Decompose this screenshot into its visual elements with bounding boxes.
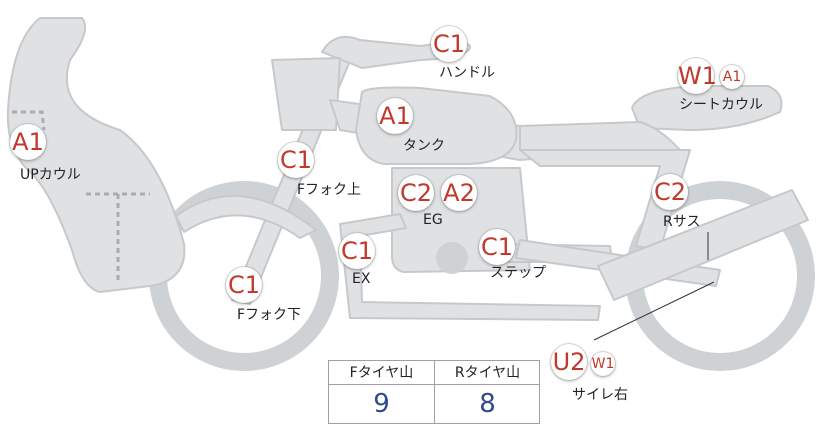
engine-badge-c2[interactable]: C2 [398,175,434,211]
headlight-bracket [272,58,340,130]
handle-label: ハンドル [439,62,495,82]
rear-suspension-label: Rサス [663,211,700,231]
handle-badge-c1[interactable]: C1 [431,26,467,62]
front-tire-value: 9 [329,385,434,423]
exhaust-label: EX [352,271,370,287]
front-fork-lower-label: Fフォク下 [237,304,301,324]
rear-tire-header: Rタイヤ山 [435,361,540,385]
tire-tread-table: Fタイヤ山 Rタイヤ山 9 8 [328,360,540,424]
seat-cowl-badge-a1[interactable]: A1 [720,65,744,89]
engine-cover [436,242,468,274]
step-badge-c1[interactable]: C1 [479,229,515,265]
silencer-label: サイレ右 [572,384,628,404]
front-fork-lower-badge-c1[interactable]: C1 [226,267,262,303]
exhaust-badge-c1[interactable]: C1 [339,233,375,269]
seat-cowl-badge-w1[interactable]: W1 [678,58,714,94]
up-cowl-label: UPカウル [20,164,81,184]
tank-label: タンク [403,135,445,155]
front-fork-upper-label: Fフォク上 [297,179,361,199]
silencer-badge-u2[interactable]: U2 [551,344,587,380]
engine-label: EG [423,212,443,228]
up-cowl-badge-a1[interactable]: A1 [10,124,46,160]
tank-badge-a1[interactable]: A1 [377,98,413,134]
front-fork-upper-badge-c1[interactable]: C1 [278,142,314,178]
rear-suspension-badge-c2[interactable]: C2 [652,174,688,210]
rear-tire-value: 8 [435,385,540,423]
step-label: ステップ [490,262,546,282]
seat-cowl-label: シートカウル [679,94,763,114]
silencer-badge-w1[interactable]: W1 [591,352,615,376]
engine-badge-a2[interactable]: A2 [441,175,477,211]
front-tire-header: Fタイヤ山 [329,361,434,385]
